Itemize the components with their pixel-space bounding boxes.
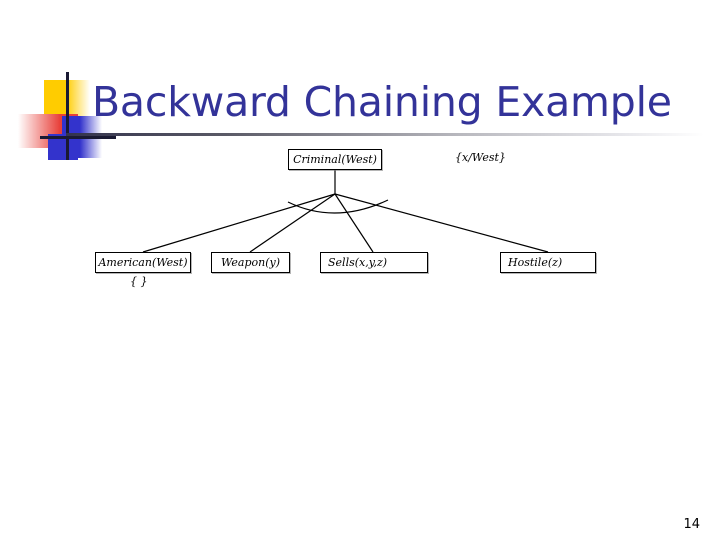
template-logo-decoration [18,72,116,160]
edge-to-hostile [334,193,549,253]
edge-to-weapon [249,193,336,253]
node-criminal-west[interactable]: Criminal(West) [288,149,382,170]
page-number: 14 [683,517,700,532]
title-underline-rule [66,133,704,136]
and-arc [287,199,389,214]
slide-title: Backward Chaining Example [92,78,672,126]
node-weapon-y[interactable]: Weapon(y) [211,252,290,273]
logo-horizontal-rule [40,136,116,139]
edge-to-american [142,193,336,253]
substitution-american: { } [130,275,148,288]
node-sells-xyz[interactable]: Sells(x,y,z) [320,252,428,273]
logo-vertical-rule [66,72,69,160]
node-hostile-z[interactable]: Hostile(z) [500,252,596,273]
node-american-west[interactable]: American(West) [95,252,191,273]
substitution-root: {x/West} [455,151,506,164]
edge-to-sells [334,193,374,253]
